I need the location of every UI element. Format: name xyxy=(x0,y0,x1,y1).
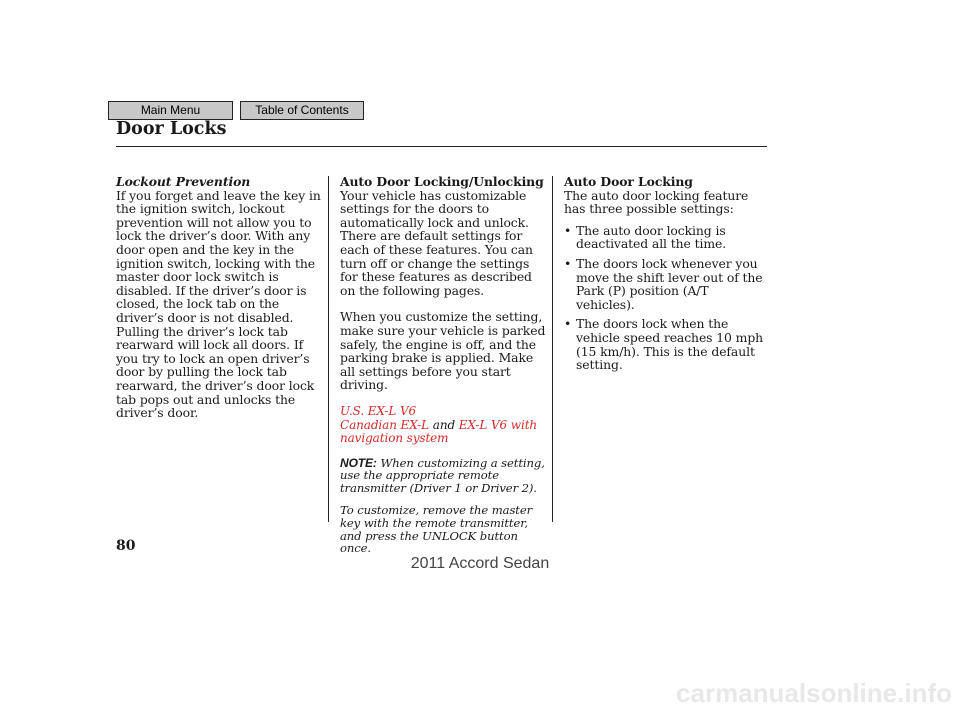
column-divider-2 xyxy=(552,176,553,522)
lockout-prevention-text: If you forget and leave the key in the i… xyxy=(116,187,321,421)
lockout-prevention-column: Lockout Prevention If you forget and lea… xyxy=(116,175,324,420)
page-title: Door Locks xyxy=(116,119,227,139)
note-label: NOTE: xyxy=(340,455,377,470)
table-of-contents-button[interactable]: Table of Contents xyxy=(240,101,364,120)
model-applicability-canadian: Canadian EX-L xyxy=(340,417,430,432)
auto-locking-unlocking-column: Auto Door Locking/Unlocking Your vehicle… xyxy=(340,175,548,555)
main-menu-button[interactable]: Main Menu xyxy=(108,101,233,120)
page-number: 80 xyxy=(116,538,136,554)
note-text-1: When customizing a setting, use the appr… xyxy=(340,455,545,496)
list-item: •The doors lock when the vehicle speed r… xyxy=(564,316,764,373)
site-watermark: carmanualsonline.info xyxy=(676,678,952,708)
model-applicability-and: and xyxy=(432,417,456,432)
column-divider-1 xyxy=(328,176,329,522)
lockout-prevention-heading: Lockout Prevention xyxy=(116,174,251,189)
auto-locking-intro-text: Your vehicle has customizable settings f… xyxy=(340,187,533,298)
manual-watermark: 2011 Accord Sedan xyxy=(410,555,550,572)
model-applicability-line-1: U.S. EX-L V6 xyxy=(340,403,417,418)
note-text-2: To customize, remove the master key with… xyxy=(340,503,533,556)
auto-door-locking-intro: The auto door locking feature has three … xyxy=(564,187,749,217)
title-divider xyxy=(116,146,767,147)
list-item: •The auto door locking is deactivated al… xyxy=(564,222,727,252)
list-item: •The doors lock whenever you move the sh… xyxy=(564,255,763,312)
customize-setting-text: When you customize the setting, make sur… xyxy=(340,309,546,393)
model-applicability-line-3: navigation system xyxy=(340,431,449,446)
auto-locking-unlocking-heading: Auto Door Locking/Unlocking xyxy=(340,174,544,189)
auto-door-locking-column: Auto Door Locking The auto door locking … xyxy=(564,175,769,378)
model-applicability-nav: EX-L V6 with xyxy=(458,417,538,432)
auto-door-locking-heading: Auto Door Locking xyxy=(564,174,693,189)
